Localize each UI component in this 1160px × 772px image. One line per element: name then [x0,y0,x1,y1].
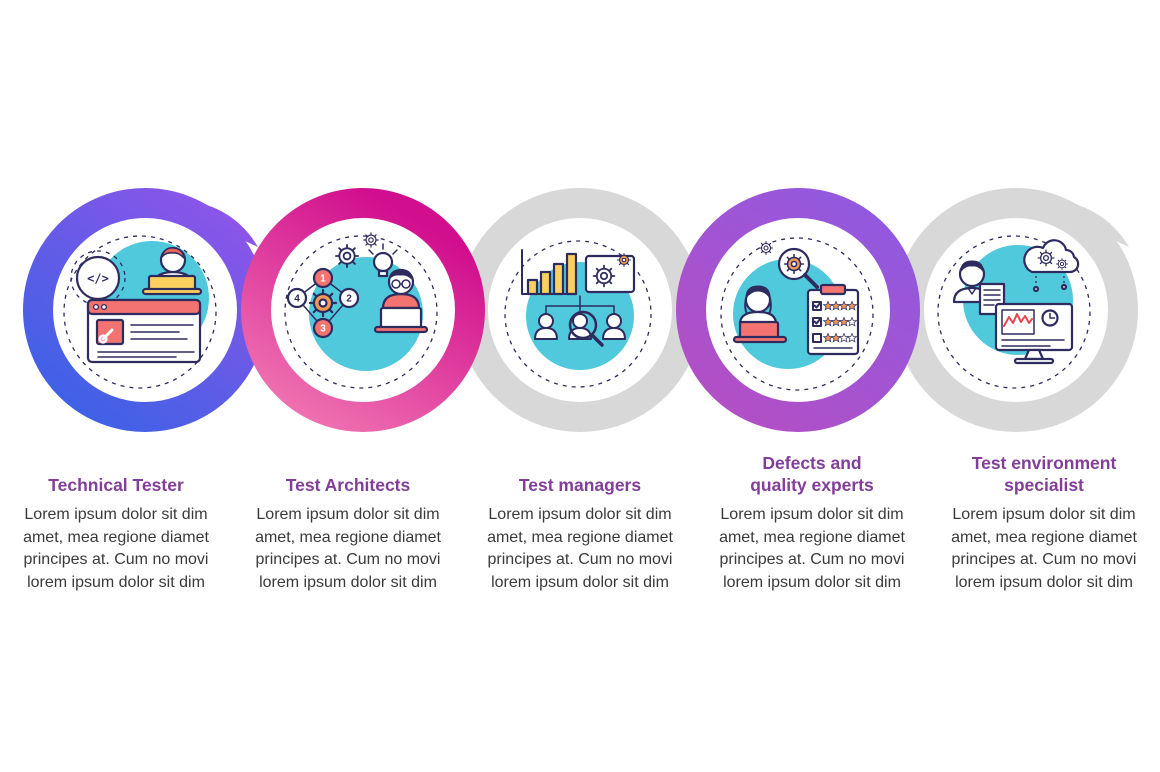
technical-tester-icon: </> [70,246,203,364]
person-at-laptop [141,246,203,296]
document-icon [978,282,1006,316]
dashed-accent-circle-3 [504,240,652,388]
step-description: Lorem ipsum dolor sit dim amet, mea regi… [23,506,209,591]
bar-chart-icon [521,249,578,296]
step-title: Defects and quality experts [750,453,874,495]
step-column-test-managers: Test managers Lorem ipsum dolor sit dim … [464,448,696,594]
step-description: Lorem ipsum dolor sit dim amet, mea regi… [719,506,905,591]
dashed-accent-circle-5 [937,235,1091,389]
cloud-gears-icon [1023,239,1080,293]
step-description: Lorem ipsum dolor sit dim amet, mea regi… [951,506,1137,591]
step-description: Lorem ipsum dolor sit dim amet, mea regi… [487,506,673,591]
test-environment-icon [952,239,1080,365]
defects-quality-icon [732,240,860,356]
magnifier-gear-icon [777,247,819,289]
step-title: Test environment specialist [971,453,1117,495]
infographic-ribbon-svg: </> [23,188,1138,432]
ribbon-graphic-area: </> [23,188,1138,432]
step-description: Lorem ipsum dolor sit dim amet, mea regi… [255,506,441,591]
magnifier-icon [568,310,598,340]
steps-text-row: Technical Tester Lorem ipsum dolor sit d… [0,448,1160,594]
browser-window [86,298,202,364]
architect-at-laptop [373,268,429,334]
step-column-technical-tester: Technical Tester Lorem ipsum dolor sit d… [0,448,232,594]
step-column-test-environment: Test environment specialist Lorem ipsum … [928,448,1160,594]
lightbulb-icon [368,243,398,278]
svg-text:2: 2 [346,294,352,305]
step-title: Test managers [518,475,642,495]
svg-text:3: 3 [320,324,326,335]
gear-icon-small [758,240,774,256]
chart-line [1003,313,1033,327]
dashed-accent-circle-1 [63,235,217,389]
rating-checklist [806,283,860,356]
gear-window [584,252,636,294]
expert-at-laptop [732,285,788,344]
svg-text:4: 4 [294,294,300,305]
svg-text:</>: </> [87,272,109,286]
test-architects-icon: 1 2 3 4 [286,232,429,339]
code-badge: </> [70,250,126,306]
dashed-accent-circle-4 [720,237,874,391]
step-column-defects-quality: Defects and quality experts Lorem ipsum … [696,448,928,594]
monitor-dashboard [994,302,1074,365]
dashed-accent-circle-2 [284,235,438,389]
ring-test-architects [241,188,485,432]
svg-text:1: 1 [320,274,326,285]
step-column-test-architects: Test Architects Lorem ipsum dolor sit di… [232,448,464,594]
gear-icon [335,244,359,268]
step-title: Test Architects [285,475,411,495]
wrench-icon [101,328,114,341]
step-title: Technical Tester [48,475,184,495]
numbered-network: 1 2 3 4 [286,267,360,339]
gear-icon-small [363,232,379,248]
test-managers-icon [521,249,636,347]
ring-defects-quality [676,188,920,432]
team-org-chart [534,295,626,347]
